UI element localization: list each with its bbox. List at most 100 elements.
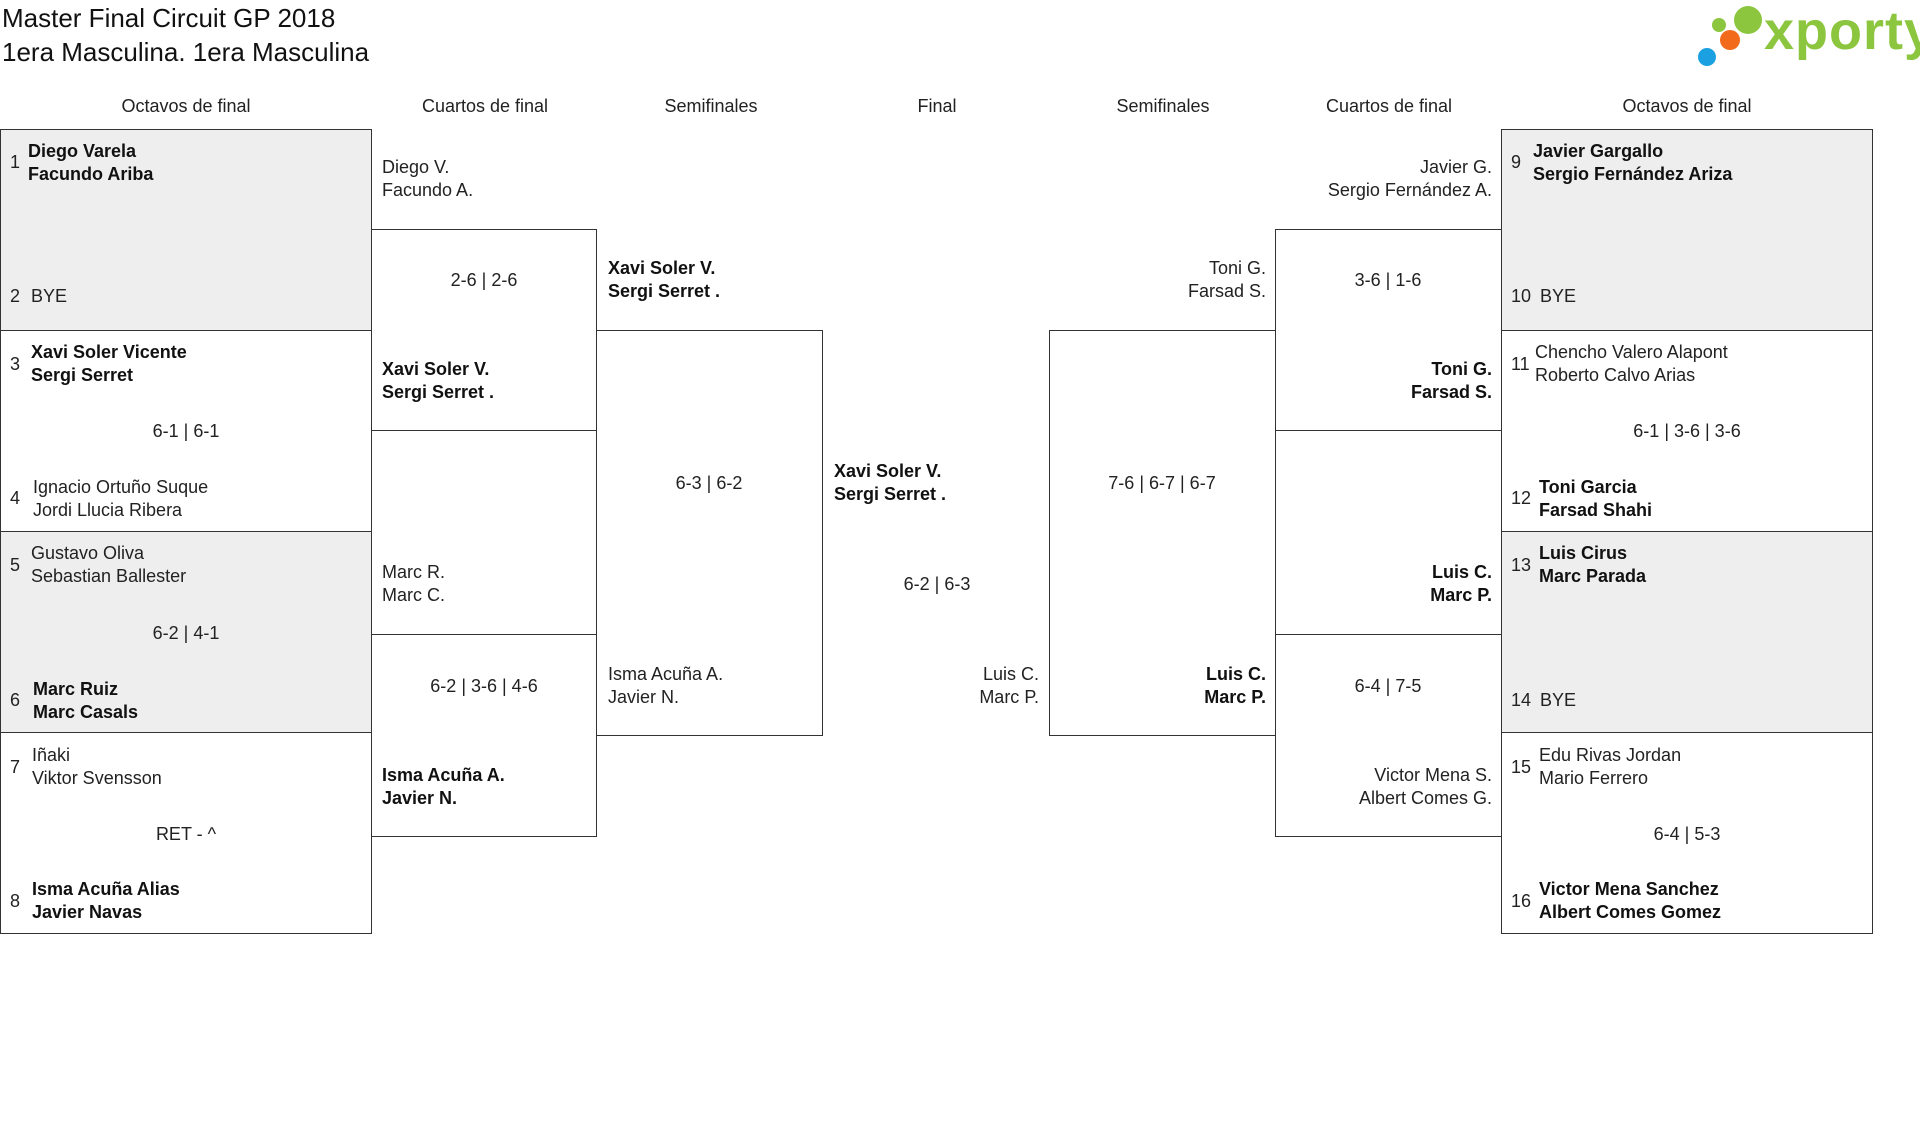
seed-number: 1 xyxy=(10,152,21,172)
player-name: Luis C. xyxy=(982,664,1039,684)
player-name: Ignacio Ortuño Suque xyxy=(33,477,209,497)
seed-number: 9 xyxy=(1511,152,1522,172)
seed-number: 5 xyxy=(10,555,21,575)
match-score: 3-6 | 1-6 xyxy=(1354,270,1422,290)
player-name: Javier N. xyxy=(608,687,680,707)
player-name: Isma Acuña Alias xyxy=(32,879,180,899)
player-name: Sergi Serret xyxy=(31,365,134,385)
match-score: 6-3 | 6-2 xyxy=(675,473,743,493)
match-box-r16-left-3[interactable] xyxy=(0,531,372,733)
player-name: Diego Varela xyxy=(28,141,137,161)
match-score: 2-6 | 2-6 xyxy=(450,270,518,290)
match-score: 6-2 | 3-6 | 4-6 xyxy=(430,676,538,696)
player-name: Sergio Fernández Ariza xyxy=(1533,164,1733,184)
match-score: 6-2 | 4-1 xyxy=(152,623,220,643)
player-name: Sergio Fernández A. xyxy=(1327,180,1492,200)
player-name: Albert Comes G. xyxy=(1358,788,1492,808)
player-name: Marc Ruiz xyxy=(33,679,119,699)
player-name: Marc P. xyxy=(979,687,1039,707)
player-name: Xavi Soler V. xyxy=(382,359,490,379)
match-score: RET - ^ xyxy=(155,824,217,844)
player-name: Xavi Soler Vicente xyxy=(31,342,187,362)
player-name: Toni G. xyxy=(1208,258,1266,278)
logo-dot-orange-icon xyxy=(1720,30,1740,50)
player-name: BYE xyxy=(1540,286,1577,306)
final-winner-name: Sergi Serret . xyxy=(834,484,947,504)
player-name: Mario Ferrero xyxy=(1539,768,1649,788)
player-name: Luis C. xyxy=(1431,562,1492,582)
player-name: Sergi Serret . xyxy=(608,281,721,301)
final-winner-name: Xavi Soler V. xyxy=(834,461,942,481)
match-score: 6-1 | 3-6 | 3-6 xyxy=(1633,421,1741,441)
player-name: Victor Mena Sanchez xyxy=(1539,879,1719,899)
player-name: Toni Garcia xyxy=(1539,477,1637,497)
player-name: Marc C. xyxy=(382,585,445,605)
player-name: Isma Acuña A. xyxy=(608,664,724,684)
seed-number: 3 xyxy=(10,354,21,374)
player-name: Marc P. xyxy=(1430,585,1492,605)
header-left-sf: Semifinales xyxy=(664,96,758,116)
player-name: Marc Casals xyxy=(33,702,139,722)
seed-number: 8 xyxy=(10,891,21,911)
match-score: 7-6 | 6-7 | 6-7 xyxy=(1108,473,1216,493)
seed-number: 13 xyxy=(1511,555,1532,575)
header-left-qf: Cuartos de final xyxy=(421,96,549,116)
header-right-sf: Semifinales xyxy=(1116,96,1210,116)
header-final: Final xyxy=(917,96,957,116)
seed-number: 7 xyxy=(10,757,21,777)
player-name: Javier Gargallo xyxy=(1533,141,1664,161)
match-box-r16-right-1[interactable] xyxy=(1501,129,1873,331)
match-box-r16-right-3[interactable] xyxy=(1501,531,1873,733)
header-left-r16: Octavos de final xyxy=(121,96,251,116)
player-name: Farsad S. xyxy=(1410,382,1492,402)
player-name: Farsad Shahi xyxy=(1539,500,1653,520)
player-name: Facundo Ariba xyxy=(28,164,154,184)
seed-number: 11 xyxy=(1511,354,1530,374)
player-name: Edu Rivas Jordan xyxy=(1539,745,1682,765)
player-name: Luis C. xyxy=(1205,664,1266,684)
seed-number: 12 xyxy=(1511,488,1532,508)
match-score: 6-4 | 7-5 xyxy=(1354,676,1422,696)
header-right-qf: Cuartos de final xyxy=(1325,96,1453,116)
player-name: Roberto Calvo Arias xyxy=(1535,365,1696,385)
logo-dot-blue-icon xyxy=(1698,48,1716,66)
player-name: Victor Mena S. xyxy=(1374,765,1492,785)
player-name: Gustavo Oliva xyxy=(31,543,145,563)
player-name: Sergi Serret . xyxy=(382,382,495,402)
seed-number: 4 xyxy=(10,488,21,508)
player-name: Diego V. xyxy=(382,157,450,177)
player-name: Xavi Soler V. xyxy=(608,258,716,278)
player-name: Albert Comes Gomez xyxy=(1539,902,1722,922)
player-name: BYE xyxy=(31,286,68,306)
page-subtitle: 1era Masculina. 1era Masculina xyxy=(2,37,370,67)
match-box-r16-right-4[interactable] xyxy=(1501,732,1873,934)
match-box-r16-left-1[interactable] xyxy=(0,129,372,331)
header-right-r16: Octavos de final xyxy=(1622,96,1752,116)
player-name: BYE xyxy=(1540,690,1577,710)
seed-number: 2 xyxy=(10,286,21,306)
page-title: Master Final Circuit GP 2018 xyxy=(2,3,336,33)
seed-number: 15 xyxy=(1511,757,1532,777)
player-name: Toni G. xyxy=(1431,359,1492,379)
player-name: Marc R. xyxy=(382,562,445,582)
player-name: Isma Acuña A. xyxy=(382,765,505,785)
player-name: Farsad S. xyxy=(1187,281,1266,301)
match-score: 6-1 | 6-1 xyxy=(152,421,220,441)
player-name: Marc P. xyxy=(1204,687,1266,707)
final-score: 6-2 | 6-3 xyxy=(903,574,971,594)
player-name: Jordi Llucia Ribera xyxy=(33,500,183,520)
player-name: Iñaki xyxy=(32,745,71,765)
match-score: 6-4 | 5-3 xyxy=(1653,824,1721,844)
xporty-logo[interactable]: xporty xyxy=(1698,1,1920,68)
player-name: Javier Navas xyxy=(32,902,143,922)
seed-number: 6 xyxy=(10,690,21,710)
seed-number: 10 xyxy=(1511,286,1532,306)
player-name: Facundo A. xyxy=(382,180,474,200)
player-name: Marc Parada xyxy=(1539,566,1647,586)
player-name: Javier N. xyxy=(382,788,458,808)
logo-dot-green-icon xyxy=(1734,6,1762,34)
player-name: Luis Cirus xyxy=(1539,543,1628,563)
seed-number: 16 xyxy=(1511,891,1532,911)
seed-number: 14 xyxy=(1511,690,1532,710)
player-name: Chencho Valero Alapont xyxy=(1535,342,1728,362)
